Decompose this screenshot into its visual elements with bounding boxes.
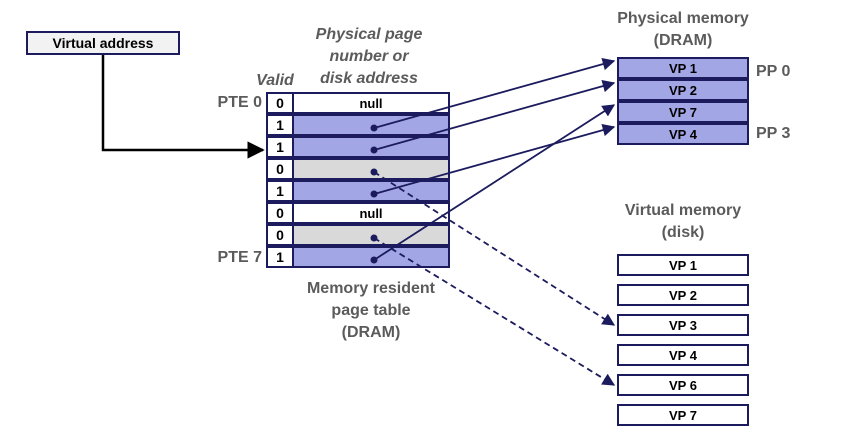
ppn-header: Physical page number or disk address bbox=[294, 24, 444, 90]
pte-valid-bit: 0 bbox=[266, 224, 294, 246]
pp-3-label: PP 3 bbox=[756, 125, 791, 142]
pte-address-cell bbox=[294, 180, 450, 202]
pte-address-cell bbox=[294, 114, 450, 136]
page-table-caption-line-3: (DRAM) bbox=[341, 324, 401, 341]
virtual-memory-title: Virtual memory (disk) bbox=[600, 200, 766, 244]
page-table-caption-line-1: Memory resident bbox=[306, 280, 436, 297]
pte-address-cell: null bbox=[294, 92, 450, 114]
virtual-page-on-disk: VP 4 bbox=[617, 344, 749, 366]
physical-page: VP 7 bbox=[617, 101, 749, 123]
pte-address-cell bbox=[294, 224, 450, 246]
physical-memory-title-line-1: Physical memory bbox=[617, 10, 749, 27]
pte-address-cell bbox=[294, 158, 450, 180]
physical-memory-title-line-2: (DRAM) bbox=[653, 32, 713, 49]
physical-page: VP 4 bbox=[617, 123, 749, 145]
virtual-address-box: Virtual address bbox=[26, 31, 180, 55]
pte-valid-bit: 1 bbox=[266, 114, 294, 136]
physical-page: VP 2 bbox=[617, 79, 749, 101]
pte-valid-bit: 0 bbox=[266, 92, 294, 114]
pte-valid-bit: 1 bbox=[266, 246, 294, 268]
ppn-header-line-3: disk address bbox=[320, 70, 418, 87]
virtual-page-on-disk: VP 7 bbox=[617, 404, 749, 426]
virtual-page-on-disk: VP 3 bbox=[617, 314, 749, 336]
pte-address-cell bbox=[294, 136, 450, 158]
pp-0-label: PP 0 bbox=[756, 63, 791, 80]
pte-0-label: PTE 0 bbox=[217, 94, 262, 111]
pte-address-cell: null bbox=[294, 202, 450, 224]
valid-header: Valid bbox=[256, 72, 294, 89]
pte-valid-bit: 1 bbox=[266, 180, 294, 202]
virtual-memory-title-line-2: (disk) bbox=[661, 224, 705, 241]
page-table-caption-line-2: page table bbox=[331, 302, 411, 319]
ppn-header-line-2: number or bbox=[329, 48, 409, 65]
pte-address-cell bbox=[294, 246, 450, 268]
pte-valid-bit: 1 bbox=[266, 136, 294, 158]
virtual-memory-title-line-1: Virtual memory bbox=[624, 202, 742, 219]
virtual-page-on-disk: VP 1 bbox=[617, 254, 749, 276]
virtual-page-on-disk: VP 6 bbox=[617, 374, 749, 396]
physical-memory-title: Physical memory (DRAM) bbox=[600, 8, 766, 52]
pte-valid-bit: 0 bbox=[266, 202, 294, 224]
pte-7-label: PTE 7 bbox=[217, 249, 262, 266]
ppn-header-line-1: Physical page bbox=[315, 26, 423, 43]
virtual-page-on-disk: VP 2 bbox=[617, 284, 749, 306]
virtual-address-label: Virtual address bbox=[52, 35, 154, 51]
page-table-caption: Memory resident page table (DRAM) bbox=[286, 278, 456, 344]
physical-page: VP 1 bbox=[617, 57, 749, 79]
pte-valid-bit: 0 bbox=[266, 158, 294, 180]
